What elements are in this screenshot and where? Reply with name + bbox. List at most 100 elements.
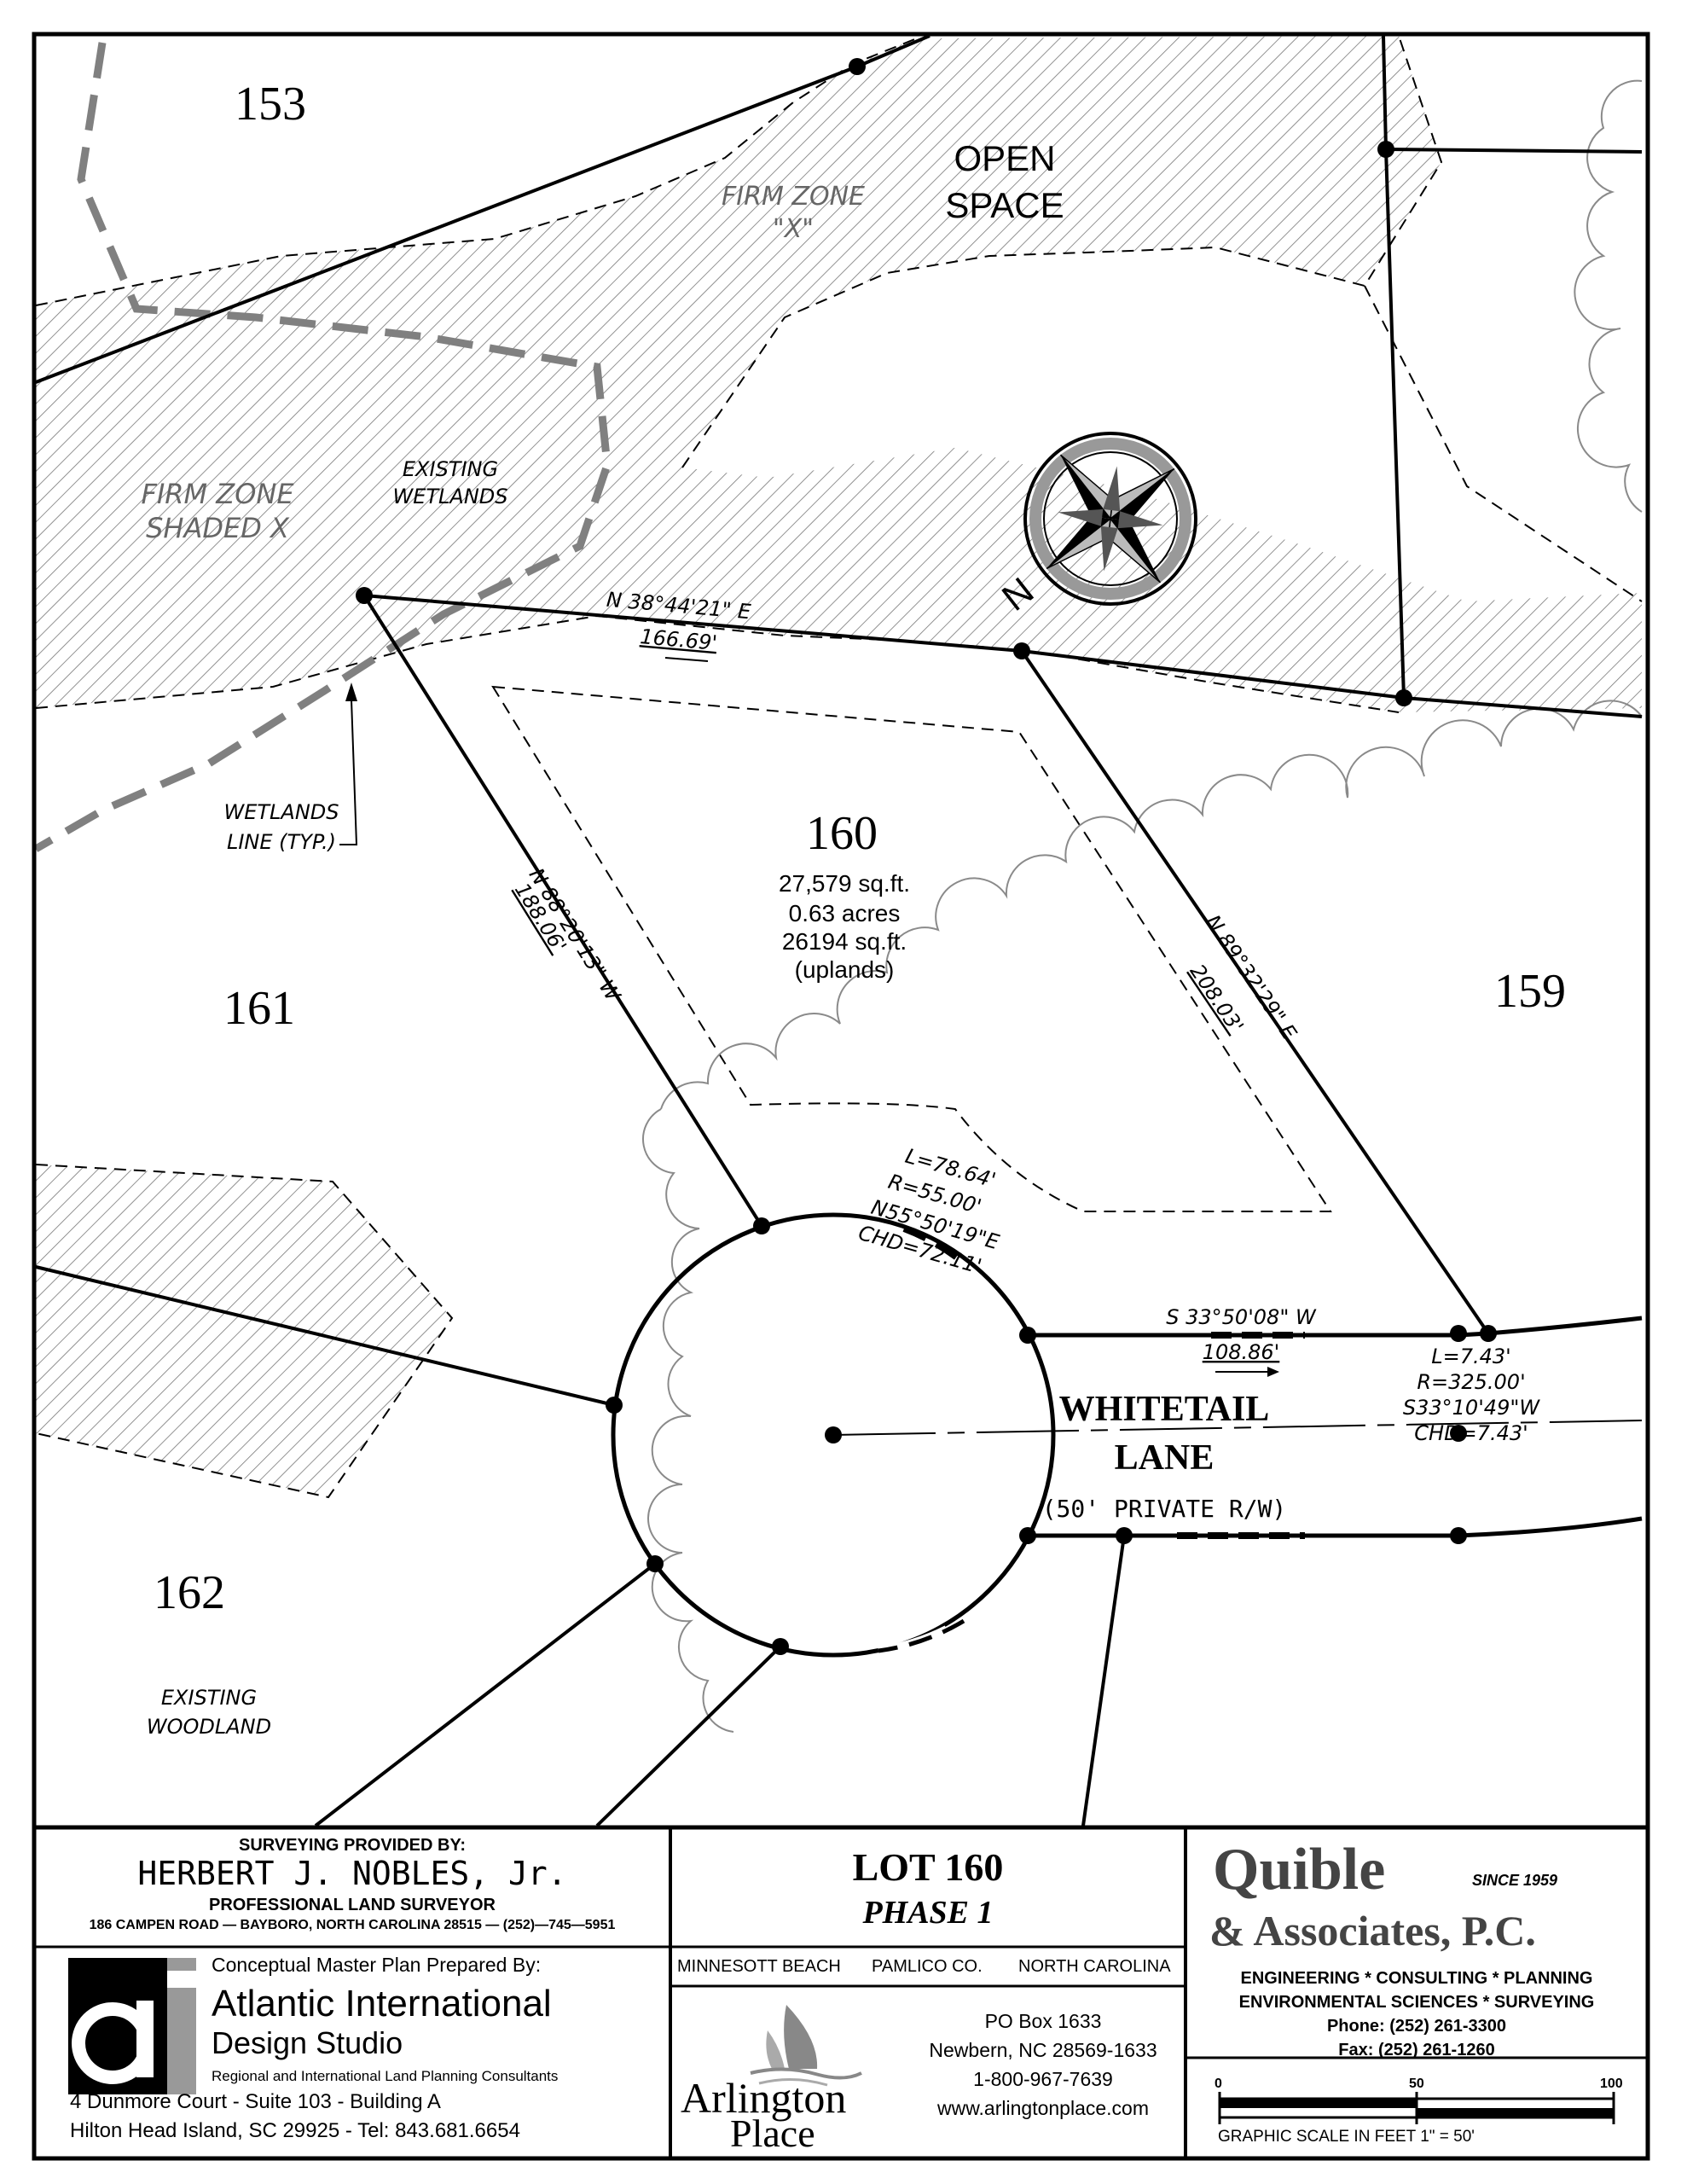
corner-point: [646, 1555, 664, 1572]
aids-logo-a-stem: [136, 2001, 154, 2077]
left-wetland-boundary: [35, 1164, 454, 1499]
firm-zone-upper-line: [35, 38, 918, 306]
existing-wetlands-label: EXISTING: [403, 457, 498, 481]
surveyor-address: 186 CAMPEN ROAD — BAYBORO, NORTH CAROLIN…: [89, 1918, 616, 1932]
lot-161-162-line: [35, 1265, 615, 1407]
tree-line-culdesac: [642, 1108, 734, 1733]
corner-point: [1395, 689, 1412, 706]
quible-fax: Fax: (252) 261-1260: [1338, 2041, 1495, 2059]
top-distance: 166.69': [639, 624, 718, 655]
cul-de-sac-curve-dashed: [902, 1225, 966, 1266]
aids-name-line1: Atlantic International: [212, 1983, 552, 2024]
lot-line-south: [1081, 1535, 1126, 1827]
wetlands-line-label: WETLANDS: [223, 800, 339, 824]
corner-point: [1013, 642, 1030, 659]
lot-160-number: 160: [806, 807, 878, 860]
surveyor-block: SURVEYING PROVIDED BY: HERBERT J. NOBLES…: [34, 1827, 670, 1947]
corner-point: [1480, 1325, 1497, 1342]
property-lines: [35, 34, 1643, 1827]
open-space-label: SPACE: [945, 185, 1064, 225]
scale-bar-fill: [1417, 2108, 1614, 2117]
compass-ring: [1029, 438, 1191, 600]
lot-160-area: 27,579 sq.ft. 0.63 acres 26194 sq.ft. (u…: [779, 870, 910, 983]
road-labels: WHITETAIL LANE (50' PRIVATE R/W): [1042, 1390, 1287, 1523]
firm-zone-shaded-label: SHADED X: [146, 512, 290, 544]
road-name: LANE: [1115, 1438, 1215, 1478]
lot-162-line-s: [595, 1645, 782, 1827]
wetlands-line-leader-arrow: [345, 682, 357, 701]
aids-address-line2: Hilton Head Island, SC 29925 - Tel: 843.…: [70, 2119, 520, 2142]
scale-label-50: 50: [1409, 2077, 1424, 2091]
quible-block: Quible SINCE 1959 & Associates, P.C. ENG…: [1186, 1827, 1648, 2158]
arlington-sail-logo: [750, 2005, 862, 2087]
compass-star-sw: [1100, 526, 1118, 572]
lot-161-number: 161: [223, 982, 295, 1035]
top-distance-arrow: [664, 657, 709, 662]
wetlands-hatch-left: [36, 1165, 452, 1497]
road-edge-south: [1028, 1516, 1643, 1538]
corner-point: [1116, 1527, 1133, 1544]
corner-point: [1450, 1325, 1467, 1342]
po-box: PO Box 1633: [984, 2010, 1102, 2032]
website-link[interactable]: www.arlingtonplace.com: [936, 2097, 1149, 2119]
master-plan-by: Conceptual Master Plan Prepared By:: [212, 1954, 542, 1976]
quible-associates: & Associates, P.C.: [1209, 1907, 1536, 1955]
lot-title-block: LOT 160 PHASE 1 MINNESOTT BEACH PAMLICO …: [670, 1827, 1186, 2158]
quible-name: Quible: [1213, 1837, 1386, 1902]
lot-160-area-sqft: 27,579 sq.ft.: [779, 870, 910, 897]
cul-de-sac-lower-dashed-black: [878, 1618, 965, 1653]
scale-bar-fill: [1220, 2099, 1417, 2108]
sheet-border: [32, 32, 1650, 2161]
aids-address-line1: 4 Dunmore Court - Suite 103 - Building A: [70, 2090, 441, 2113]
arlington-name-line1: Arlington: [681, 2074, 847, 2122]
right-curve-radius: R=325.00': [1417, 1370, 1525, 1394]
surveyor-name: HERBERT J. NOBLES, Jr.: [137, 1855, 567, 1892]
scale-label-0: 0: [1215, 2077, 1222, 2091]
firm-zone-x-label: FIRM ZONE: [722, 182, 865, 212]
toll-free-phone: 1-800-967-7639: [973, 2068, 1113, 2090]
wetlands-line-leader: [339, 699, 358, 845]
corner-point: [606, 1397, 623, 1414]
road-name: WHITETAIL: [1059, 1390, 1270, 1429]
right-curve-chord: CHD=7.43': [1414, 1421, 1528, 1445]
front-distance: 108.86': [1203, 1340, 1280, 1364]
arlington-name-line2: Place: [730, 2111, 815, 2155]
firm-zone-east-line: [1364, 285, 1643, 602]
sail-icon: [766, 2030, 785, 2069]
lot-160-west-line: [362, 594, 763, 1228]
compass-ring-inner: [1043, 451, 1178, 586]
firm-zone-shaded-label: FIRM ZONE: [141, 478, 294, 510]
aids-logo: [68, 1958, 196, 2094]
wetlands-hatch-main: [36, 36, 1642, 712]
corner-point: [1377, 141, 1394, 158]
front-distance-arrowhead: [1267, 1367, 1279, 1377]
quible-phone: Phone: (252) 261-3300: [1326, 2017, 1507, 2036]
wetlands-line: [33, 42, 612, 852]
lot-160-building-envelope: [491, 685, 1332, 1212]
corner-point: [356, 587, 373, 604]
compass-star-nw: [1058, 508, 1104, 526]
lot-numbers: 153 160 161 159 162: [154, 78, 1566, 1619]
wave-icon: [758, 2078, 828, 2087]
corner-point: [1019, 1527, 1036, 1544]
corner-point: [1450, 1527, 1467, 1544]
existing-woodland-label: WOODLAND: [147, 1715, 271, 1739]
aids-tagline: Regional and International Land Planning…: [212, 2068, 559, 2084]
lot-159-number: 159: [1494, 965, 1566, 1018]
wetlands-line-label: LINE (TYP.): [227, 830, 336, 854]
surveying-provided-by: SURVEYING PROVIDED BY:: [239, 1836, 466, 1855]
corner-point: [753, 1217, 770, 1234]
aids-block: Conceptual Master Plan Prepared By: Atla…: [34, 1947, 670, 2158]
lot-162-number: 162: [154, 1566, 225, 1619]
lot-160-area-acres: 0.63 acres: [789, 900, 901, 926]
city-zip: Newbern, NC 28569-1633: [929, 2039, 1157, 2061]
lot-title: LOT 160: [852, 1845, 1004, 1889]
lot-160-uplands-label: (uplands): [795, 956, 895, 983]
corner-point: [825, 1426, 842, 1443]
location-county: PAMLICO CO.: [872, 1957, 983, 1976]
line-open-space-ne: [1385, 148, 1643, 154]
tree-line: [642, 79, 1643, 1733]
existing-wetlands-label: WETLANDS: [392, 485, 507, 508]
road-centerline: [832, 1420, 1643, 1436]
quible-services-line2: ENVIRONMENTAL SCIENCES * SURVEYING: [1238, 1993, 1595, 2012]
